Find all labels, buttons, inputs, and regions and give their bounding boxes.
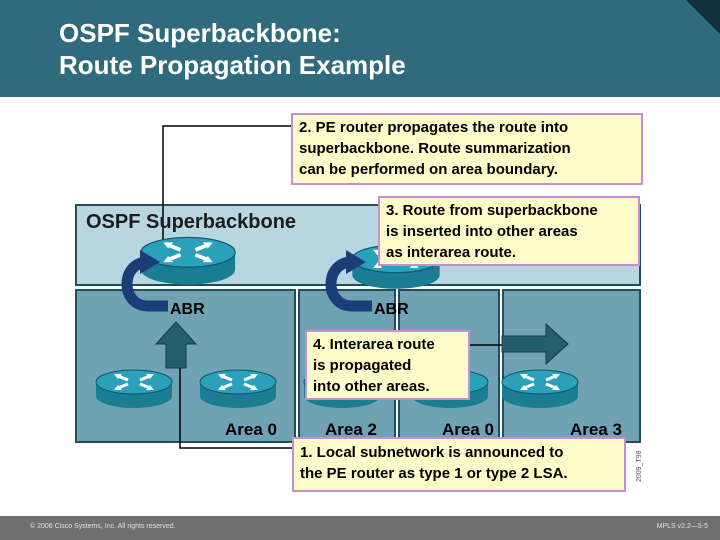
figure-id: 2009_T98 [636,450,643,482]
callout-step4-line3: into other areas. [313,378,430,395]
curved-arrow-right [325,256,372,312]
footer-bar: © 2006 Cisco Systems, Inc. All rights re… [0,516,720,540]
callout-step1: 1. Local subnetwork is announced to the … [292,437,626,492]
superbackbone-label: OSPF Superbackbone [86,211,297,233]
router-area0-left-a [94,368,174,410]
title-bar: OSPF Superbackbone: Route Propagation Ex… [0,0,720,97]
area-label-area-0-left: Area 0 [225,420,277,439]
callout-step2: 2. PE router propagates the route into s… [291,113,643,185]
corner-decoration [686,0,720,34]
page-title-line-2: Route Propagation Example [59,50,406,80]
area-label-area-2: Area 2 [325,420,377,439]
abr-label-right: ABR [374,301,409,318]
copyright-text: © 2006 Cisco Systems, Inc. All rights re… [30,523,176,530]
callout-step4-line1: 4. Interarea route [313,336,435,353]
curved-arrow-left [121,256,168,312]
connector-step1 [179,368,294,449]
page-title-line-1: OSPF Superbackbone: [59,18,341,48]
curved-arrow-right-head [346,250,366,274]
up-arrow [154,321,198,369]
callout-step3-line1: 3. Route from superbackbone [386,202,598,219]
router-area0-left-b [198,368,278,410]
callout-step3-line3: as interarea route. [386,244,517,261]
callout-step3-line2: is inserted into other areas [386,223,578,240]
router-area3 [500,368,580,410]
area-label-area-3: Area 3 [570,420,622,439]
callout-step4-line2: is propagated [313,357,412,374]
abr-label-left: ABR [170,301,205,318]
callout-step3: 3. Route from superbackbone is inserted … [378,196,640,266]
connector-step2 [162,125,296,240]
callout-step1-line2: the PE router as type 1 or type 2 LSA. [300,465,568,482]
callout-step2-line1: 2. PE router propagates the route into [299,119,569,136]
callout-step2-line3: can be performed on area boundary. [299,161,558,178]
curved-arrow-left-head [140,250,160,274]
callout-step2-line2: superbackbone. Route summarization [299,140,571,157]
callout-step4: 4. Interarea route is propagated into ot… [305,330,470,400]
callout-step1-line1: 1. Local subnetwork is announced to [300,444,564,461]
area-label-area-0-right: Area 0 [442,420,494,439]
page-reference: MPLS v2.2—5-5 [656,523,708,530]
right-arrow [501,322,569,366]
